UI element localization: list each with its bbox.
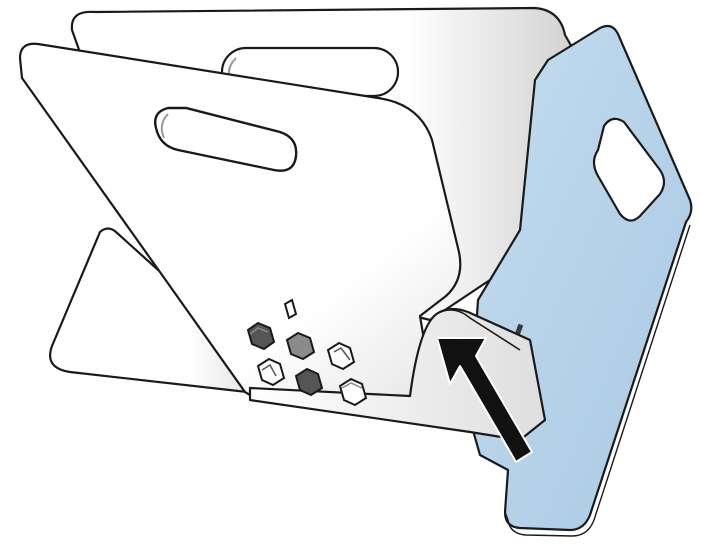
hexagonal-slot-icon [287, 333, 314, 359]
